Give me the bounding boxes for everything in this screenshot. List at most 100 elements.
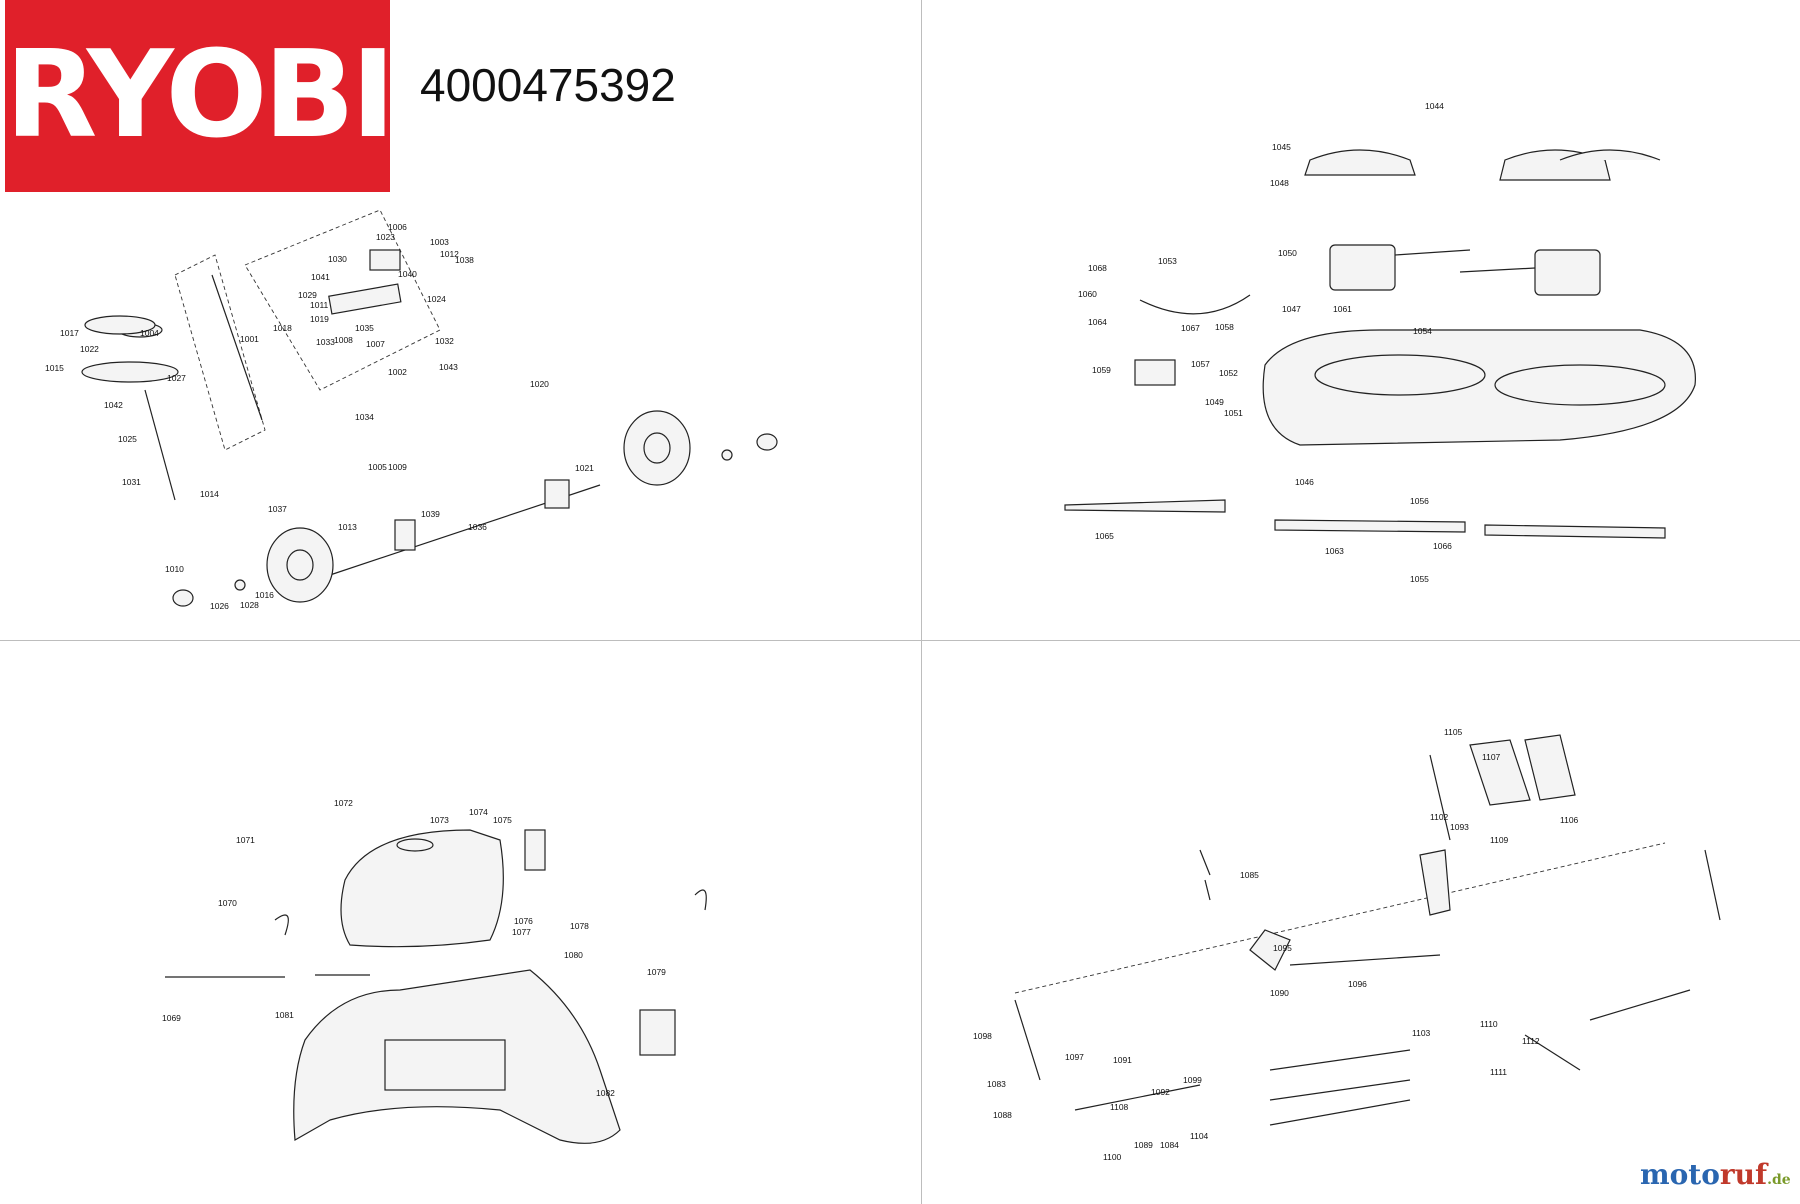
part-callout-1092: 1092 [1151,1087,1170,1097]
part-callout-1060: 1060 [1078,289,1097,299]
part-callout-1081: 1081 [275,1010,294,1020]
part-callout-1098: 1098 [973,1031,992,1041]
part-callout-1075: 1075 [493,815,512,825]
part-callout-1047: 1047 [1282,304,1301,314]
part-callout-1109: 1109 [1490,835,1509,845]
part-callout-1009: 1009 [388,462,407,472]
part-callout-1107: 1107 [1482,752,1501,762]
part-callout-1108: 1108 [1110,1102,1129,1112]
part-callout-1083: 1083 [987,1079,1006,1089]
part-callout-1065: 1065 [1095,531,1114,541]
part-callout-1005: 1005 [368,462,387,472]
part-callout-1071: 1071 [236,835,255,845]
part-callout-1076: 1076 [514,916,533,926]
part-callout-1018: 1018 [273,323,292,333]
part-callout-1046: 1046 [1295,477,1314,487]
part-callout-1045: 1045 [1272,142,1291,152]
part-callout-1036: 1036 [468,522,487,532]
part-callout-1103: 1103 [1412,1028,1431,1038]
part-callout-1040: 1040 [398,269,417,279]
part-callout-1069: 1069 [162,1013,181,1023]
part-callout-1021: 1021 [575,463,594,473]
part-callout-1112: 1112 [1522,1036,1540,1046]
part-callout-1006: 1006 [388,222,407,232]
part-callout-1020: 1020 [530,379,549,389]
part-callout-1011: 1011 [310,300,329,310]
part-callout-1059: 1059 [1092,365,1111,375]
part-callout-1043: 1043 [439,362,458,372]
part-callout-1088: 1088 [993,1110,1012,1120]
part-callout-1058: 1058 [1215,322,1234,332]
part-callout-1007: 1007 [366,339,385,349]
part-callout-1017: 1017 [60,328,79,338]
part-callout-1041: 1041 [311,272,330,282]
part-callout-1064: 1064 [1088,317,1107,327]
part-callout-1026: 1026 [210,601,229,611]
part-callout-1066: 1066 [1433,541,1452,551]
part-callout-1051: 1051 [1224,408,1243,418]
part-callout-1079: 1079 [647,967,666,977]
part-callout-1063: 1063 [1325,546,1344,556]
watermark-part1: moto [1640,1158,1720,1191]
steering-assembly-drawing [81,209,778,607]
part-callout-1015: 1015 [45,363,64,373]
height-adjust-drawing [1014,734,1721,1126]
part-callout-1008: 1008 [334,335,353,345]
part-callout-1027: 1027 [167,373,186,383]
part-callout-1038: 1038 [455,255,474,265]
watermark: motoruf.de [1640,1158,1791,1191]
part-callout-1093: 1093 [1450,822,1469,832]
part-callout-1068: 1068 [1088,263,1107,273]
part-callout-1111: 1111 [1490,1067,1507,1077]
part-callout-1090: 1090 [1270,988,1289,998]
horizontal-divider [0,640,1800,641]
part-callout-1099: 1099 [1183,1075,1202,1085]
part-callout-1053: 1053 [1158,256,1177,266]
part-callout-1102: 1102 [1430,812,1449,822]
part-callout-1001: 1001 [240,334,259,344]
part-callout-1025: 1025 [118,434,137,444]
logo-text: RYOBI [5,26,396,165]
part-callout-1052: 1052 [1219,368,1238,378]
part-callout-1057: 1057 [1191,359,1210,369]
part-callout-1012: 1012 [440,249,459,259]
part-callout-1042: 1042 [104,400,123,410]
part-callout-1034: 1034 [355,412,374,422]
part-callout-1031: 1031 [122,477,141,487]
part-callout-1084: 1084 [1160,1140,1179,1150]
part-callout-1104: 1104 [1190,1131,1209,1141]
part-callout-1016: 1016 [255,590,274,600]
part-callout-1035: 1035 [355,323,374,333]
part-callout-1105: 1105 [1444,727,1463,737]
part-callout-1033: 1033 [316,337,335,347]
callout-labels: 1001100210031004100510061007100810091010… [45,101,1579,1162]
part-callout-1050: 1050 [1278,248,1297,258]
part-callout-1014: 1014 [200,489,219,499]
part-callout-1078: 1078 [570,921,589,931]
part-callout-1044: 1044 [1425,101,1444,111]
model-number: 4000475392 [420,59,676,111]
part-callout-1024: 1024 [427,294,446,304]
part-callout-1061: 1061 [1333,304,1352,314]
part-callout-1037: 1037 [268,504,287,514]
part-callout-1029: 1029 [298,290,317,300]
grass-catcher-drawing [165,829,707,1144]
part-callout-1106: 1106 [1560,815,1579,825]
part-callout-1080: 1080 [564,950,583,960]
part-callout-1023: 1023 [376,232,395,242]
part-callout-1072: 1072 [334,798,353,808]
watermark-part2: ruf [1719,1158,1768,1191]
part-callout-1054: 1054 [1413,326,1432,336]
part-callout-1048: 1048 [1270,178,1289,188]
part-callout-1039: 1039 [421,509,440,519]
part-callout-1067: 1067 [1181,323,1200,333]
part-callout-1013: 1013 [338,522,357,532]
part-callout-1070: 1070 [218,898,237,908]
part-callout-1002: 1002 [388,367,407,377]
part-callout-1049: 1049 [1205,397,1224,407]
mower-deck-drawing [1064,149,1696,539]
part-callout-1097: 1097 [1065,1052,1084,1062]
part-callout-1091: 1091 [1113,1055,1132,1065]
part-callout-1055: 1055 [1410,574,1429,584]
